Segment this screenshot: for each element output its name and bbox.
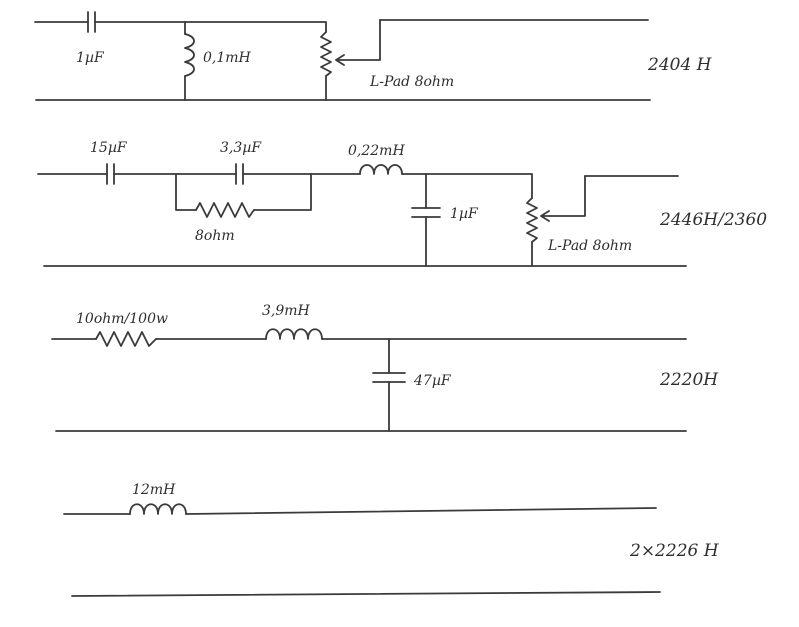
capacitor-label: 3,3µF [220, 140, 262, 156]
ground-wire [71, 591, 661, 597]
resistor-label: 8ohm [195, 228, 235, 244]
wire [175, 173, 197, 211]
circuit-2404h: 1µF 0,1mH L-Pad 8ohm 2404 H [34, 11, 713, 101]
circuit-2220h: 10ohm/100w 3,9mH 47µF 2220H [51, 303, 719, 432]
wire [185, 507, 657, 515]
capacitor-label: 1µF [450, 206, 479, 222]
inductor-symbol [359, 164, 403, 175]
driver-model-label: 2404 H [647, 55, 713, 75]
lpad-label: L-Pad 8ohm [369, 74, 454, 90]
capacitor-label: 15µF [90, 140, 128, 156]
inductor-label: 0,22mH [348, 143, 405, 159]
circuit-2446h-2360: 15µF 3,3µF 8ohm 0,22mH 1µF L-Pad 8ohm 24… [37, 140, 767, 267]
capacitor-symbol [235, 163, 244, 185]
capacitor-symbol [87, 11, 96, 33]
inductor-symbol [129, 503, 187, 515]
lpad-symbol [526, 197, 538, 243]
inductor-symbol [184, 33, 195, 77]
inductor-symbol [265, 328, 323, 340]
circuit-2x2226h: 12mH 2×2226 H [63, 482, 720, 597]
resistor-symbol [95, 331, 157, 347]
wire [94, 21, 327, 33]
driver-model-label: 2×2226 H [629, 541, 720, 561]
inductor-label: 0,1mH [203, 50, 252, 66]
wire [253, 173, 312, 211]
lpad-wiper-arrow [335, 19, 381, 66]
capacitor-symbol [106, 163, 115, 185]
capacitor-symbol [372, 372, 406, 383]
lpad-wiper-arrow [540, 175, 586, 222]
driver-model-label: 2220H [659, 370, 719, 390]
capacitor-label: 1µF [76, 50, 105, 66]
capacitor-symbol [411, 207, 441, 218]
wire [401, 173, 533, 199]
lpad-symbol [320, 31, 332, 77]
driver-model-label: 2446H/2360 [659, 210, 767, 230]
lpad-label: L-Pad 8ohm [547, 238, 632, 254]
capacitor-label: 47µF [413, 373, 452, 389]
resistor-symbol [195, 202, 255, 218]
inductor-label: 12mH [132, 482, 176, 498]
resistor-label: 10ohm/100w [76, 311, 168, 327]
inductor-label: 3,9mH [262, 303, 311, 319]
